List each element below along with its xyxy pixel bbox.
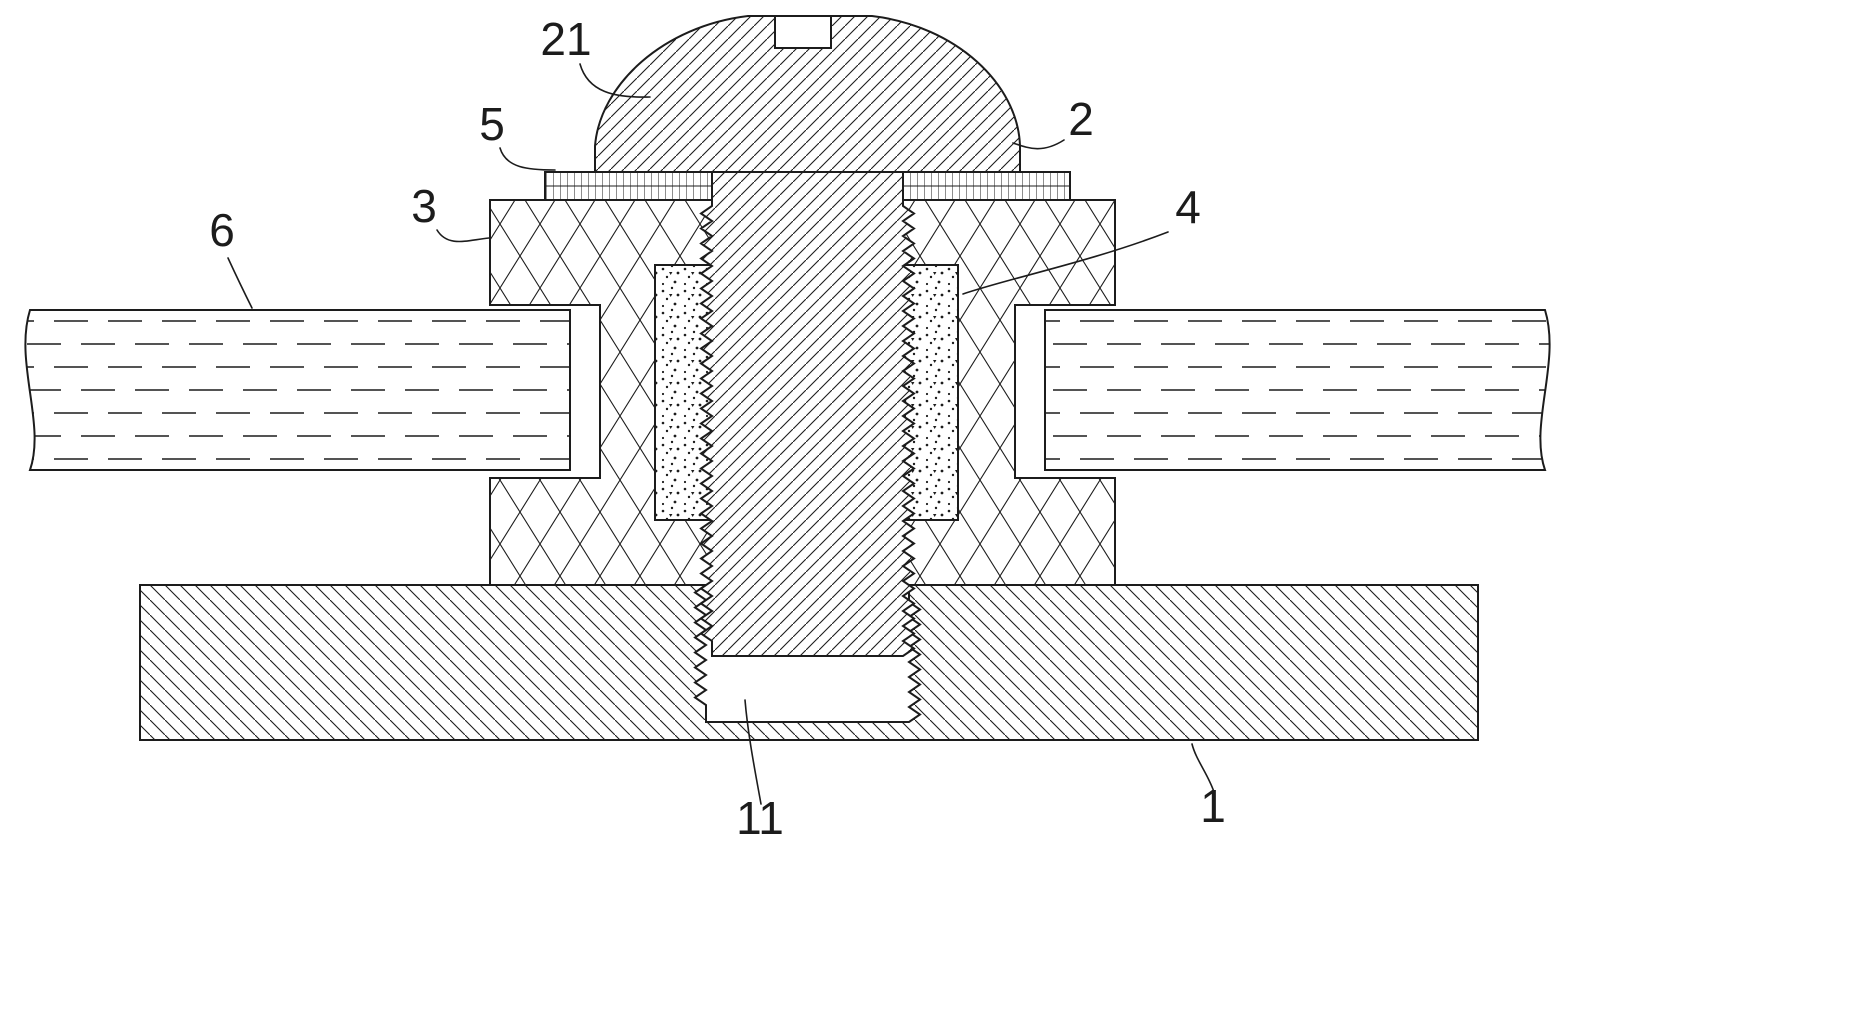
label-21: 21 <box>540 13 591 65</box>
leader-1 <box>1191 743 1215 793</box>
label-2: 2 <box>1068 93 1094 145</box>
label-4: 4 <box>1175 181 1201 233</box>
panel-right <box>1044 309 1551 471</box>
leader-5 <box>499 147 556 171</box>
leader-3 <box>436 229 490 243</box>
leader-2 <box>1012 139 1065 150</box>
washer-right <box>902 171 1071 201</box>
head-slot <box>774 15 832 49</box>
panel-left <box>24 309 571 471</box>
label-5: 5 <box>479 98 505 150</box>
label-6: 6 <box>209 204 235 256</box>
leader-4 <box>962 231 1169 295</box>
label-11: 11 <box>736 792 784 844</box>
washer-left <box>544 171 713 201</box>
label-1: 1 <box>1200 780 1226 832</box>
leader-6 <box>227 257 253 309</box>
bolt-shaft <box>699 170 916 657</box>
label-3: 3 <box>411 180 437 232</box>
leader-21 <box>579 63 651 98</box>
leader-11 <box>744 699 762 805</box>
